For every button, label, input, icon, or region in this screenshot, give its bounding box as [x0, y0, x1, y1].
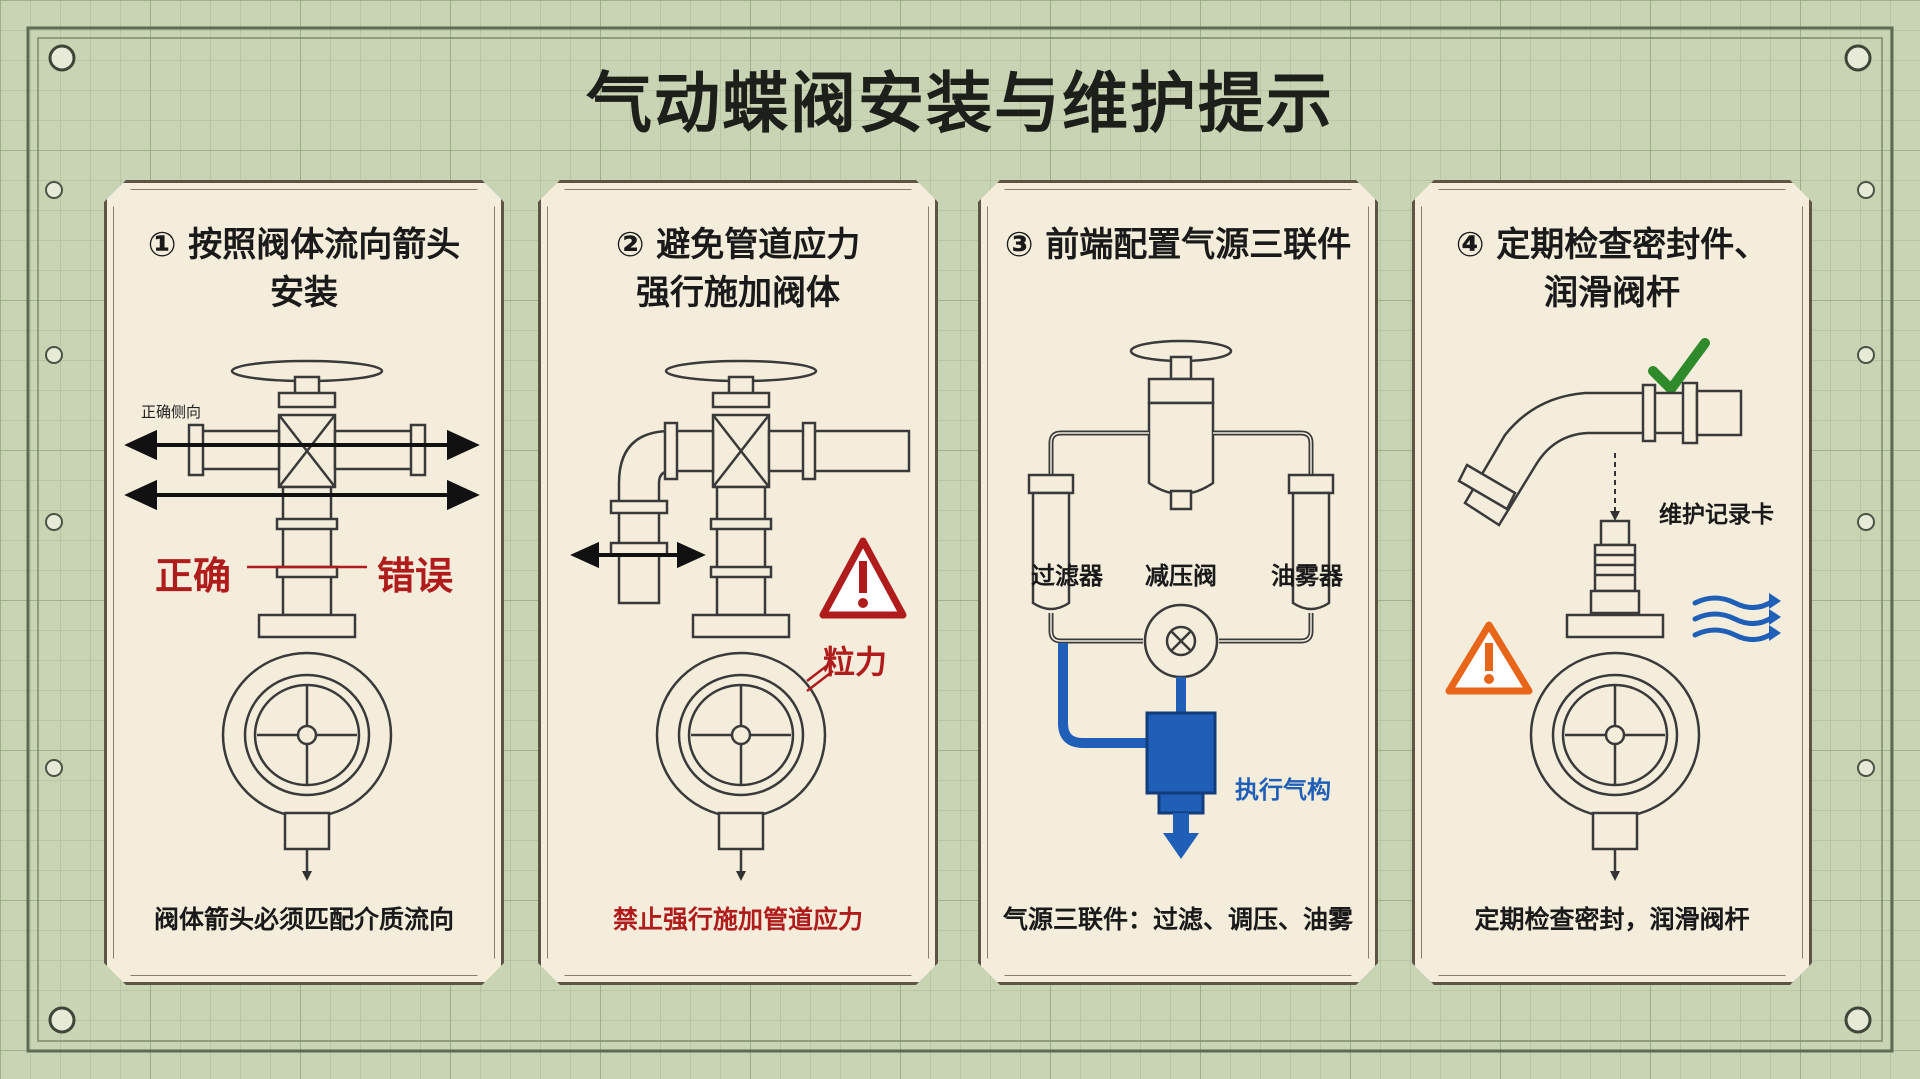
- valve-maintenance-illustration: [1445, 338, 1781, 881]
- panel-caption: 阀体箭头必须匹配介质流向: [153, 905, 454, 934]
- filter-label: 过滤器: [1031, 562, 1103, 590]
- wrong-label: 错误: [377, 554, 454, 598]
- correct-label: 正确: [155, 554, 232, 598]
- actuator-label: 执行气构: [1235, 776, 1331, 804]
- panel-caption: 禁止强行施加管道应力: [612, 905, 863, 934]
- warning-icon: [1445, 621, 1533, 695]
- panel-heading-line: 润滑阀杆: [1544, 273, 1680, 313]
- panel-caption: 气源三联件：过滤、调压、油雾: [1002, 905, 1353, 934]
- corner-bolts: [48, 44, 1872, 1034]
- panel-pipe-stress: ② 避免管道应力 强行施加阀体: [538, 180, 938, 985]
- panel-air-source-unit: ③ 前端配置气源三联件 过滤器 减压阀 油雾器 执行气构: [978, 180, 1378, 985]
- check-icon: [1648, 338, 1710, 397]
- warning-icon: [819, 537, 907, 619]
- airflow-icon: [1692, 593, 1781, 642]
- force-label: 粒力: [823, 643, 888, 681]
- panel-heading: ① 按照阀体流向箭头 安装: [117, 221, 491, 317]
- panel-heading: ④ 定期检查密封件、 润滑阀杆: [1425, 221, 1799, 317]
- panel-heading-line: ① 按照阀体流向箭头: [147, 225, 461, 265]
- maintenance-record-label: 维护记录卡: [1659, 502, 1774, 528]
- panel-heading: ② 避免管道应力 强行施加阀体: [551, 221, 925, 317]
- lubricator-label: 油雾器: [1271, 562, 1343, 590]
- panel-flow-direction: ① 按照阀体流向箭头 安装: [104, 180, 504, 985]
- frl-unit-illustration: [1027, 339, 1335, 859]
- page-title: 气动蝶阀安装与维护提示: [586, 65, 1334, 142]
- valve-illustration: [570, 359, 911, 881]
- panel-heading: ③ 前端配置气源三联件: [991, 221, 1365, 269]
- panel-heading-line: ④ 定期检查密封件、: [1455, 225, 1769, 265]
- flow-direction-label: 正确侧向: [141, 403, 202, 421]
- panel-heading-line: 强行施加阀体: [636, 273, 840, 313]
- panel-heading-line: 安装: [270, 273, 338, 313]
- panel-heading-line: ② 避免管道应力: [615, 225, 861, 265]
- panel-maintenance: ④ 定期检查密封件、 润滑阀杆: [1412, 180, 1812, 985]
- panel-caption: 定期检查密封，润滑阀杆: [1474, 905, 1750, 934]
- panel-heading-line: ③ 前端配置气源三联件: [1004, 225, 1352, 265]
- edge-rivets: [45, 181, 1875, 777]
- regulator-label: 减压阀: [1145, 562, 1217, 590]
- valve-illustration: [124, 359, 480, 881]
